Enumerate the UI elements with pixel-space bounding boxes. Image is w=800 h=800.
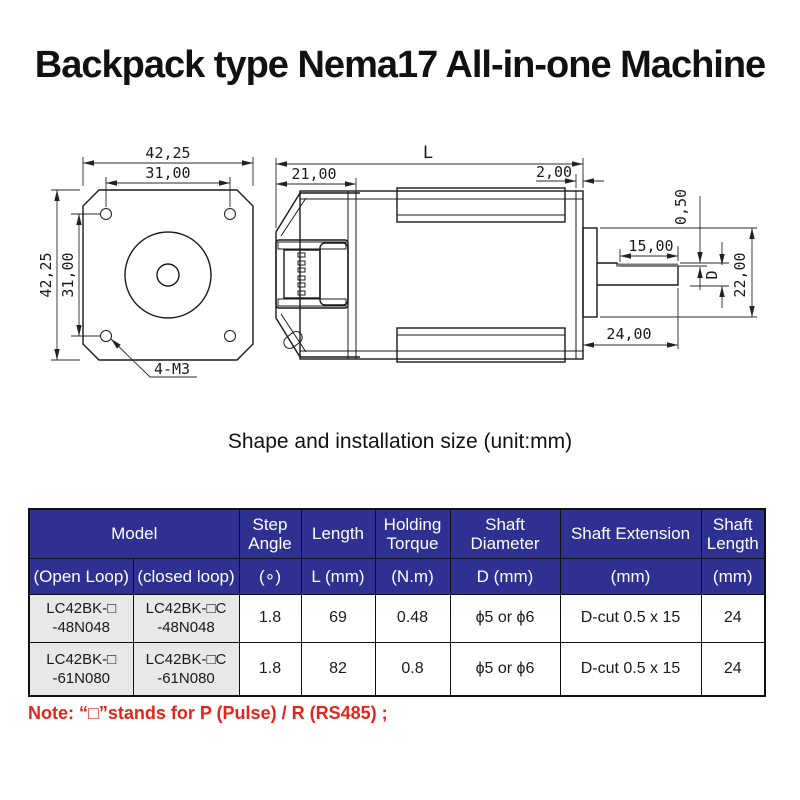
dim-side-end-cap: 2,00 xyxy=(536,163,572,181)
cell-length-1: 69 xyxy=(300,593,376,643)
subheader-shaft-length-unit: (mm) xyxy=(700,557,766,595)
side-view-drawing: L 21,00 2,00 0,50 15,00 D xyxy=(275,143,757,363)
footnote: Note: “□”stands for P (Pulse) / R (RS485… xyxy=(28,703,388,723)
cell-diameter-1: ϕ5 or ϕ6 xyxy=(449,593,561,643)
dim-side-flat-depth: 0,50 xyxy=(672,189,690,225)
dim-side-flat-length: 15,00 xyxy=(628,237,673,255)
header-row-1: Model Step Angle Length Holding Torque S… xyxy=(28,508,766,559)
col-header-model: Model xyxy=(28,508,240,559)
table-row: LC42BK-□ -48N048 LC42BK-□C -48N048 1.8 6… xyxy=(28,593,766,643)
subheader-torque-unit: (N.m) xyxy=(374,557,451,595)
dim-side-front-section: 21,00 xyxy=(291,165,336,183)
col-header-shaft-length: Shaft Length xyxy=(700,508,766,559)
col-header-holding-torque: Holding Torque xyxy=(374,508,451,559)
cell-model-closed-1: LC42BK-□C -48N048 xyxy=(132,593,240,643)
dim-front-bolt-h: 31,00 xyxy=(145,164,190,182)
cell-diameter-2: ϕ5 or ϕ6 xyxy=(449,641,561,697)
page-title: Backpack type Nema17 All-in-one Machine xyxy=(34,44,766,86)
cell-shaft-length-2: 24 xyxy=(700,641,766,697)
cell-extension-1: D-cut 0.5 x 15 xyxy=(559,593,702,643)
subheader-diameter-unit: D (mm) xyxy=(449,557,561,595)
front-view-drawing: 42,25 31,00 42,25 31,00 4-M3 xyxy=(37,144,254,378)
col-header-length: Length xyxy=(300,508,376,559)
col-header-step-angle: Step Angle xyxy=(238,508,302,559)
dim-side-shaft-len: 24,00 xyxy=(606,325,651,343)
dim-side-pilot-dia: 22,00 xyxy=(731,252,749,297)
dim-side-shaft-dia: D xyxy=(703,270,721,279)
dim-front-bolt-v: 31,00 xyxy=(59,252,77,297)
cell-length-2: 82 xyxy=(300,641,376,697)
subheader-closed-loop: (closed loop) xyxy=(132,557,240,595)
header-row-2: (Open Loop) (closed loop) (∘) L (mm) (N.… xyxy=(28,557,766,595)
col-header-shaft-extension: Shaft Extension xyxy=(559,508,702,559)
cell-extension-2: D-cut 0.5 x 15 xyxy=(559,641,702,697)
table-row: LC42BK-□ -61N080 LC42BK-□C -61N080 1.8 8… xyxy=(28,641,766,697)
cell-step-angle-1: 1.8 xyxy=(238,593,302,643)
subheader-length-unit: L (mm) xyxy=(300,557,376,595)
dim-front-width: 42,25 xyxy=(145,144,190,162)
col-header-shaft-diameter: Shaft Diameter xyxy=(449,508,561,559)
cell-torque-2: 0.8 xyxy=(374,641,451,697)
cell-model-open-1: LC42BK-□ -48N048 xyxy=(28,593,134,643)
cell-model-closed-2: LC42BK-□C -61N080 xyxy=(132,641,240,697)
cell-shaft-length-1: 24 xyxy=(700,593,766,643)
subheader-step-angle-unit: (∘) xyxy=(238,557,302,595)
connector-detail xyxy=(275,239,349,309)
spec-table: Model Step Angle Length Holding Torque S… xyxy=(28,508,766,697)
dim-side-length: L xyxy=(423,143,433,163)
cell-step-angle-2: 1.8 xyxy=(238,641,302,697)
subheader-open-loop: (Open Loop) xyxy=(28,557,134,595)
cell-torque-1: 0.48 xyxy=(374,593,451,643)
drawing-caption: Shape and installation size (unit:mm) xyxy=(227,430,573,453)
cell-model-open-2: LC42BK-□ -61N080 xyxy=(28,641,134,697)
technical-drawing: 42,25 31,00 42,25 31,00 4-M3 xyxy=(37,143,757,378)
dim-front-height: 42,25 xyxy=(37,252,55,297)
subheader-extension-unit: (mm) xyxy=(559,557,702,595)
dim-front-holes: 4-M3 xyxy=(154,360,190,378)
